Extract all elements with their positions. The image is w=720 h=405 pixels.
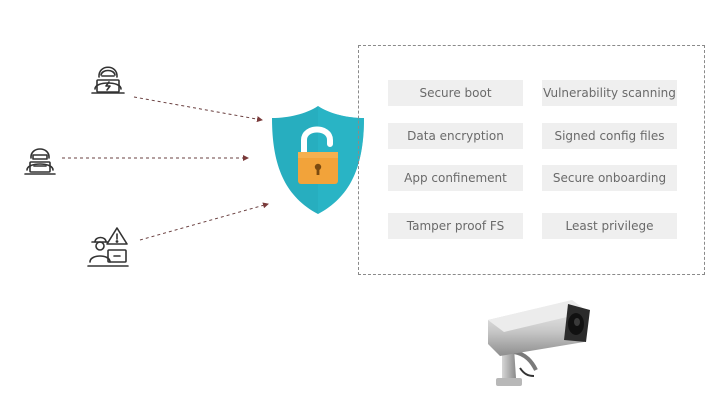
feature-least-privilege: Least privilege (542, 213, 677, 239)
feature-signed-config-files: Signed config files (542, 123, 677, 149)
feature-secure-onboarding: Secure onboarding (542, 165, 677, 191)
hacker-icon (24, 148, 56, 175)
shield-unlocked-padlock-icon (272, 106, 364, 214)
hacker-icon (91, 66, 125, 94)
security-features-box (358, 45, 705, 275)
hacker-warning-icon (87, 227, 129, 267)
feature-secure-boot: Secure boot (388, 80, 523, 106)
security-camera-icon (488, 300, 590, 386)
feature-app-confinement: App confinement (388, 165, 523, 191)
feature-data-encryption: Data encryption (388, 123, 523, 149)
feature-tamper-proof-fs: Tamper proof FS (388, 213, 523, 239)
feature-vulnerability-scanning: Vulnerability scanning (542, 80, 677, 106)
attack-arrow-1 (133, 96, 263, 123)
attack-arrow-3 (139, 202, 269, 241)
